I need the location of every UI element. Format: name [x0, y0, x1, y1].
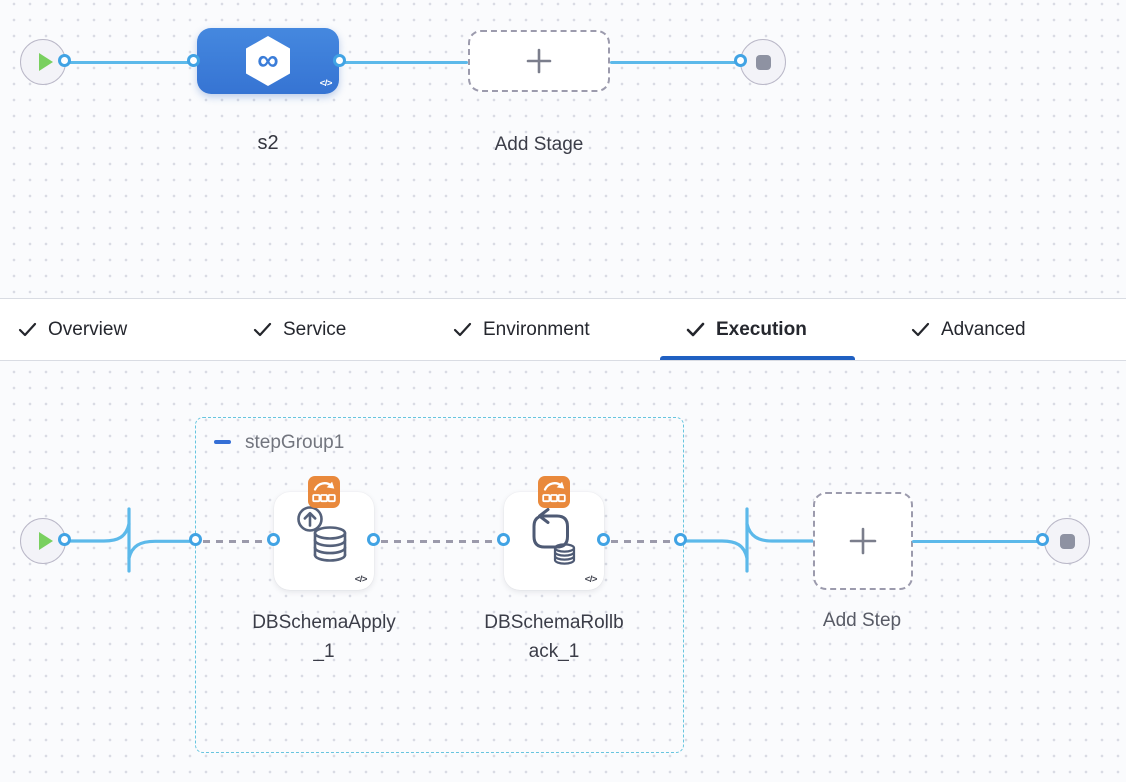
db-schema-apply-icon — [297, 506, 347, 562]
check-icon — [253, 322, 272, 337]
check-icon — [911, 322, 930, 337]
tab-label: Service — [283, 318, 347, 340]
pipeline-end-node — [740, 39, 786, 85]
link-curve-right — [679, 507, 816, 573]
add-stage-label: Add Stage — [494, 134, 584, 155]
connector-port — [674, 533, 687, 546]
code-view-glyph: </> — [354, 574, 368, 585]
connector-port — [189, 533, 202, 546]
tab-label: Execution — [716, 318, 807, 340]
edge-addstage-to-end — [610, 60, 741, 64]
connector-port — [497, 533, 510, 546]
edge-addstep-to-end — [912, 539, 1043, 543]
edge-group-to-step1 — [203, 539, 267, 543]
edge-start-to-stage — [65, 60, 197, 64]
tab-label: Advanced — [941, 318, 1026, 340]
link-curve-left — [63, 507, 200, 573]
connector-port — [734, 54, 747, 67]
step-label: DBSchemaApply_1 — [252, 612, 396, 662]
tab-service[interactable]: Service — [253, 299, 346, 360]
step-group-label: stepGroup1 — [245, 432, 345, 453]
add-step-button[interactable] — [813, 492, 913, 590]
add-step-label: Add Step — [822, 610, 902, 631]
step-label: DBSchemaRollback_1 — [484, 612, 624, 662]
tab-environment[interactable]: Environment — [453, 299, 590, 360]
connector-port — [267, 533, 280, 546]
tab-overview[interactable]: Overview — [18, 299, 127, 360]
tab-label: Environment — [483, 318, 590, 340]
stage-label: s2 — [257, 132, 279, 154]
edge-step1-to-step2 — [381, 539, 497, 543]
stop-icon — [755, 54, 771, 70]
play-icon — [38, 53, 53, 71]
check-icon — [453, 322, 472, 337]
minus-collapse-icon[interactable] — [214, 440, 231, 444]
add-stage-button[interactable] — [468, 30, 610, 92]
tab-label: Overview — [48, 318, 128, 340]
cd-stage-hexagon-icon: ∞ — [246, 36, 290, 86]
tab-execution[interactable]: Execution — [686, 299, 807, 360]
stage-config-tabbar: Overview Service Environment Execution A… — [0, 298, 1126, 361]
play-icon — [38, 532, 53, 550]
code-view-glyph: </> — [319, 78, 333, 89]
rolling-strategy-badge-icon — [308, 476, 340, 508]
connector-port — [597, 533, 610, 546]
db-schema-rollback-icon — [532, 508, 576, 565]
svg-text:∞: ∞ — [257, 44, 278, 77]
connector-port — [58, 533, 71, 546]
check-icon — [686, 322, 705, 337]
tab-advanced[interactable]: Advanced — [911, 299, 1026, 360]
connector-port — [1036, 533, 1049, 546]
execution-end-node — [1044, 518, 1090, 564]
connector-port — [58, 54, 71, 67]
connector-port — [367, 533, 380, 546]
edge-stage-to-addstage — [340, 60, 468, 64]
check-icon — [18, 322, 37, 337]
step-node-dbschemaapply[interactable]: </> — [274, 492, 374, 590]
connector-port — [333, 54, 346, 67]
step-node-dbschemarollback[interactable]: </> — [504, 492, 604, 590]
stop-icon — [1059, 533, 1075, 549]
plus-icon — [849, 527, 877, 555]
edge-step2-to-group — [611, 539, 674, 543]
rolling-strategy-badge-icon — [538, 476, 570, 508]
stage-node-s2[interactable]: ∞ </> — [197, 28, 339, 94]
active-tab-underline — [660, 356, 855, 360]
plus-icon — [526, 48, 552, 74]
connector-port — [187, 54, 200, 67]
step-group-container[interactable] — [195, 417, 684, 753]
code-view-glyph: </> — [584, 574, 598, 585]
